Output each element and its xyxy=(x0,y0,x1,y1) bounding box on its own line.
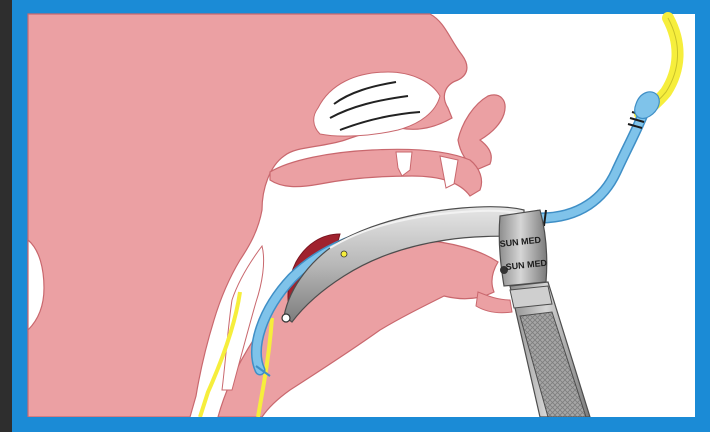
blade-bulb-marker xyxy=(341,251,347,257)
blade-tip-light xyxy=(282,314,290,322)
frame-bottom-edge xyxy=(12,417,710,432)
handle-collar xyxy=(510,286,552,308)
